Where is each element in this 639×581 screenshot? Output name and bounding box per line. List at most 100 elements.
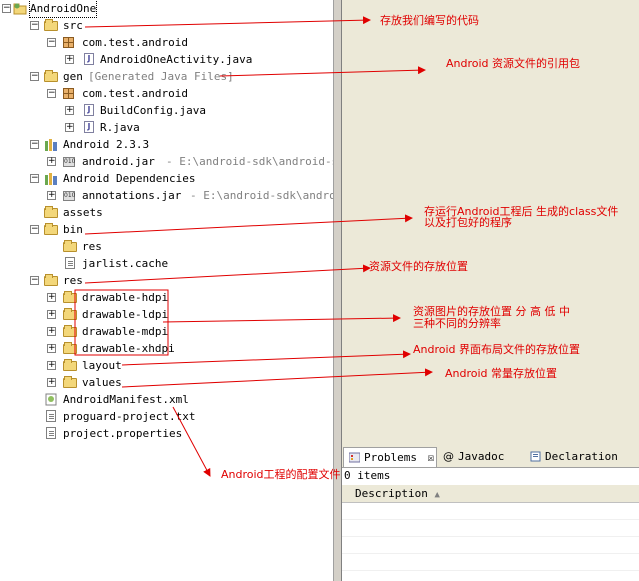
file-label: AndroidOneActivity.java	[100, 53, 253, 66]
annotation-drawable-line2: 三种不同的分辨率	[413, 317, 501, 330]
java-file-icon: J	[84, 53, 94, 65]
tab-declaration[interactable]: Declaration	[525, 447, 635, 466]
expand-toggle[interactable]: +	[47, 326, 56, 336]
tab-javadoc[interactable]: @ Javadoc	[438, 447, 516, 466]
source-folder-icon	[44, 70, 58, 82]
folder-icon	[63, 376, 77, 388]
folder-icon	[44, 206, 58, 218]
items-count: 0 items	[344, 469, 391, 482]
at-icon: @	[443, 450, 454, 463]
expand-toggle[interactable]: +	[65, 105, 74, 115]
folder-label: res	[63, 274, 83, 287]
collapse-toggle[interactable]: −	[30, 224, 39, 234]
column-title: Description	[355, 487, 428, 500]
folder-label: res	[82, 240, 102, 253]
expand-toggle[interactable]: +	[47, 377, 56, 387]
collapse-toggle[interactable]: −	[30, 275, 39, 285]
tab-label: Javadoc	[458, 450, 505, 463]
file-icon	[65, 257, 75, 269]
java-file-icon: J	[84, 121, 94, 133]
package-explorer: − AndroidOne − src − com.test.android + …	[2, 0, 365, 440]
annotation-layout: Android 界面布局文件的存放位置	[413, 343, 581, 356]
annotation-bin-line2: 以及打包好的程序	[424, 216, 512, 229]
annotation-values: Android 常量存放位置	[445, 367, 558, 380]
collapse-toggle[interactable]: −	[30, 173, 39, 183]
column-label: Description ▲	[355, 485, 440, 504]
package-icon	[63, 37, 74, 48]
sash-divider[interactable]	[333, 0, 342, 581]
column-header-description[interactable]: Description ▲	[342, 485, 639, 503]
file-label: AndroidManifest.xml	[63, 393, 189, 406]
folder-label: bin	[63, 223, 83, 236]
android-manifest-icon	[45, 393, 57, 406]
folder-label: drawable-mdpi	[82, 325, 169, 338]
tab-problems[interactable]: Problems ☒	[343, 447, 437, 467]
folder-icon	[63, 291, 77, 303]
folder-label: assets	[63, 206, 103, 219]
file-label: proguard-project.txt	[63, 410, 196, 423]
src-label: src	[63, 19, 83, 32]
declaration-icon	[530, 451, 541, 462]
generated-files-decoration: [Generated Java Files]	[88, 70, 234, 83]
expand-toggle[interactable]: +	[47, 292, 56, 302]
file-label: R.java	[100, 121, 140, 134]
tab-label: Declaration	[545, 450, 618, 463]
file-label: BuildConfig.java	[100, 104, 206, 117]
collapse-toggle[interactable]: −	[30, 20, 39, 30]
close-icon[interactable]: ☒	[427, 451, 435, 464]
collapse-toggle[interactable]: −	[2, 3, 11, 13]
folder-icon	[44, 223, 58, 235]
jar-path: - E:\android-sdk\android-sdk\p	[166, 155, 365, 168]
folder-label: drawable-ldpi	[82, 308, 169, 321]
expand-toggle[interactable]: +	[65, 54, 74, 64]
tab-label: Problems	[364, 451, 417, 464]
jar-label: android.jar	[82, 155, 155, 168]
java-file-icon: J	[84, 104, 94, 116]
expand-toggle[interactable]: +	[47, 156, 56, 166]
library-label: Android 2.3.3	[63, 138, 150, 151]
folder-label: values	[82, 376, 122, 389]
folder-icon	[63, 308, 77, 320]
annotation-config: Android工程的配置文件	[221, 468, 341, 481]
expand-toggle[interactable]: +	[47, 190, 56, 200]
expand-toggle[interactable]: +	[47, 343, 56, 353]
folder-icon	[63, 240, 77, 252]
jar-icon: 010	[63, 191, 76, 201]
package-label: com.test.android	[82, 36, 188, 49]
file-label: project.properties	[63, 427, 183, 440]
project-name: AndroidOne	[28, 0, 98, 18]
problems-icon	[349, 452, 360, 463]
jar-path: - E:\android-sdk\android-s	[190, 189, 363, 202]
package-icon	[63, 88, 74, 99]
android-project-icon	[13, 3, 27, 15]
annotation-src: 存放我们编写的代码	[380, 14, 479, 27]
expand-toggle[interactable]: +	[65, 122, 74, 132]
folder-label: drawable-hdpi	[82, 291, 169, 304]
gen-label: gen	[63, 70, 83, 83]
annotation-res: 资源文件的存放位置	[369, 260, 468, 273]
folder-label: layout	[82, 359, 122, 372]
collapse-toggle[interactable]: −	[47, 88, 56, 98]
expand-toggle[interactable]: +	[47, 309, 56, 319]
library-icon	[45, 139, 57, 151]
text-file-icon	[46, 410, 56, 422]
annotation-drawable-line1: 资源图片的存放位置 分 高 低 中	[413, 305, 570, 318]
collapse-toggle[interactable]: −	[30, 71, 39, 81]
collapse-toggle[interactable]: −	[30, 139, 39, 149]
problems-view: Problems ☒ @ Javadoc Declaration 0 items…	[342, 445, 639, 581]
view-tab-bar: Problems ☒ @ Javadoc Declaration	[342, 445, 639, 468]
file-label: jarlist.cache	[82, 257, 169, 270]
package-label: com.test.android	[82, 87, 188, 100]
sort-ascending-icon: ▲	[434, 490, 440, 500]
jar-icon: 010	[63, 157, 76, 167]
expand-toggle[interactable]: +	[47, 360, 56, 370]
folder-icon	[63, 342, 77, 354]
collapse-toggle[interactable]: −	[47, 37, 56, 47]
annotation-gen: Android 资源文件的引用包	[446, 57, 581, 70]
problems-table-body	[342, 503, 639, 581]
folder-icon	[44, 274, 58, 286]
library-icon	[45, 173, 57, 185]
annotation-bin-line1: 存运行Android工程后 生成的class文件	[424, 205, 619, 218]
jar-label: annotations.jar	[82, 189, 182, 202]
folder-icon	[63, 325, 77, 337]
